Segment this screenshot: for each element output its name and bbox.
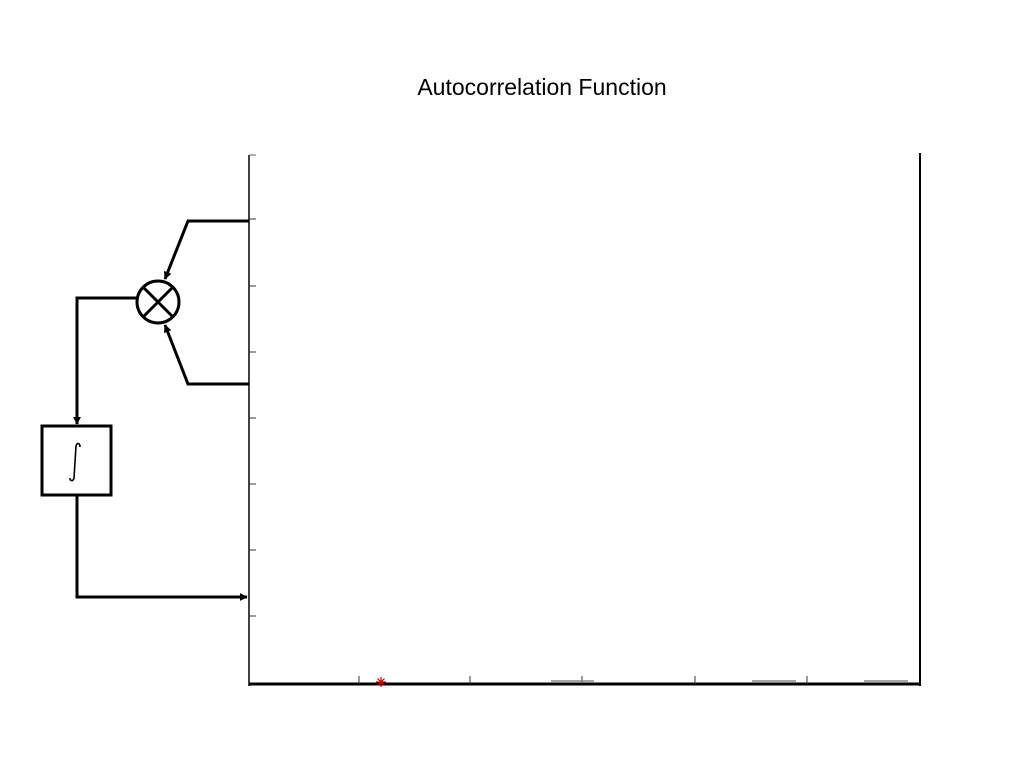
multiplier-to-integrator-arrow	[73, 296, 137, 425]
integrator-to-plot-arrow	[75, 495, 248, 601]
plot-frame	[248, 153, 921, 686]
red-asterisk-marker	[376, 677, 386, 687]
y-ticks	[249, 218, 256, 617]
connections	[73, 219, 249, 601]
page-title: Autocorrelation Function	[417, 74, 667, 100]
multiplier-block	[135, 279, 181, 325]
integrator-block	[40, 424, 113, 497]
integrator-box	[40, 424, 113, 497]
input-arrow-upper	[163, 219, 249, 280]
multiply-icon	[141, 285, 175, 319]
input-arrow-lower	[163, 324, 249, 386]
x-ticks	[358, 676, 808, 684]
integral-icon	[69, 442, 81, 482]
